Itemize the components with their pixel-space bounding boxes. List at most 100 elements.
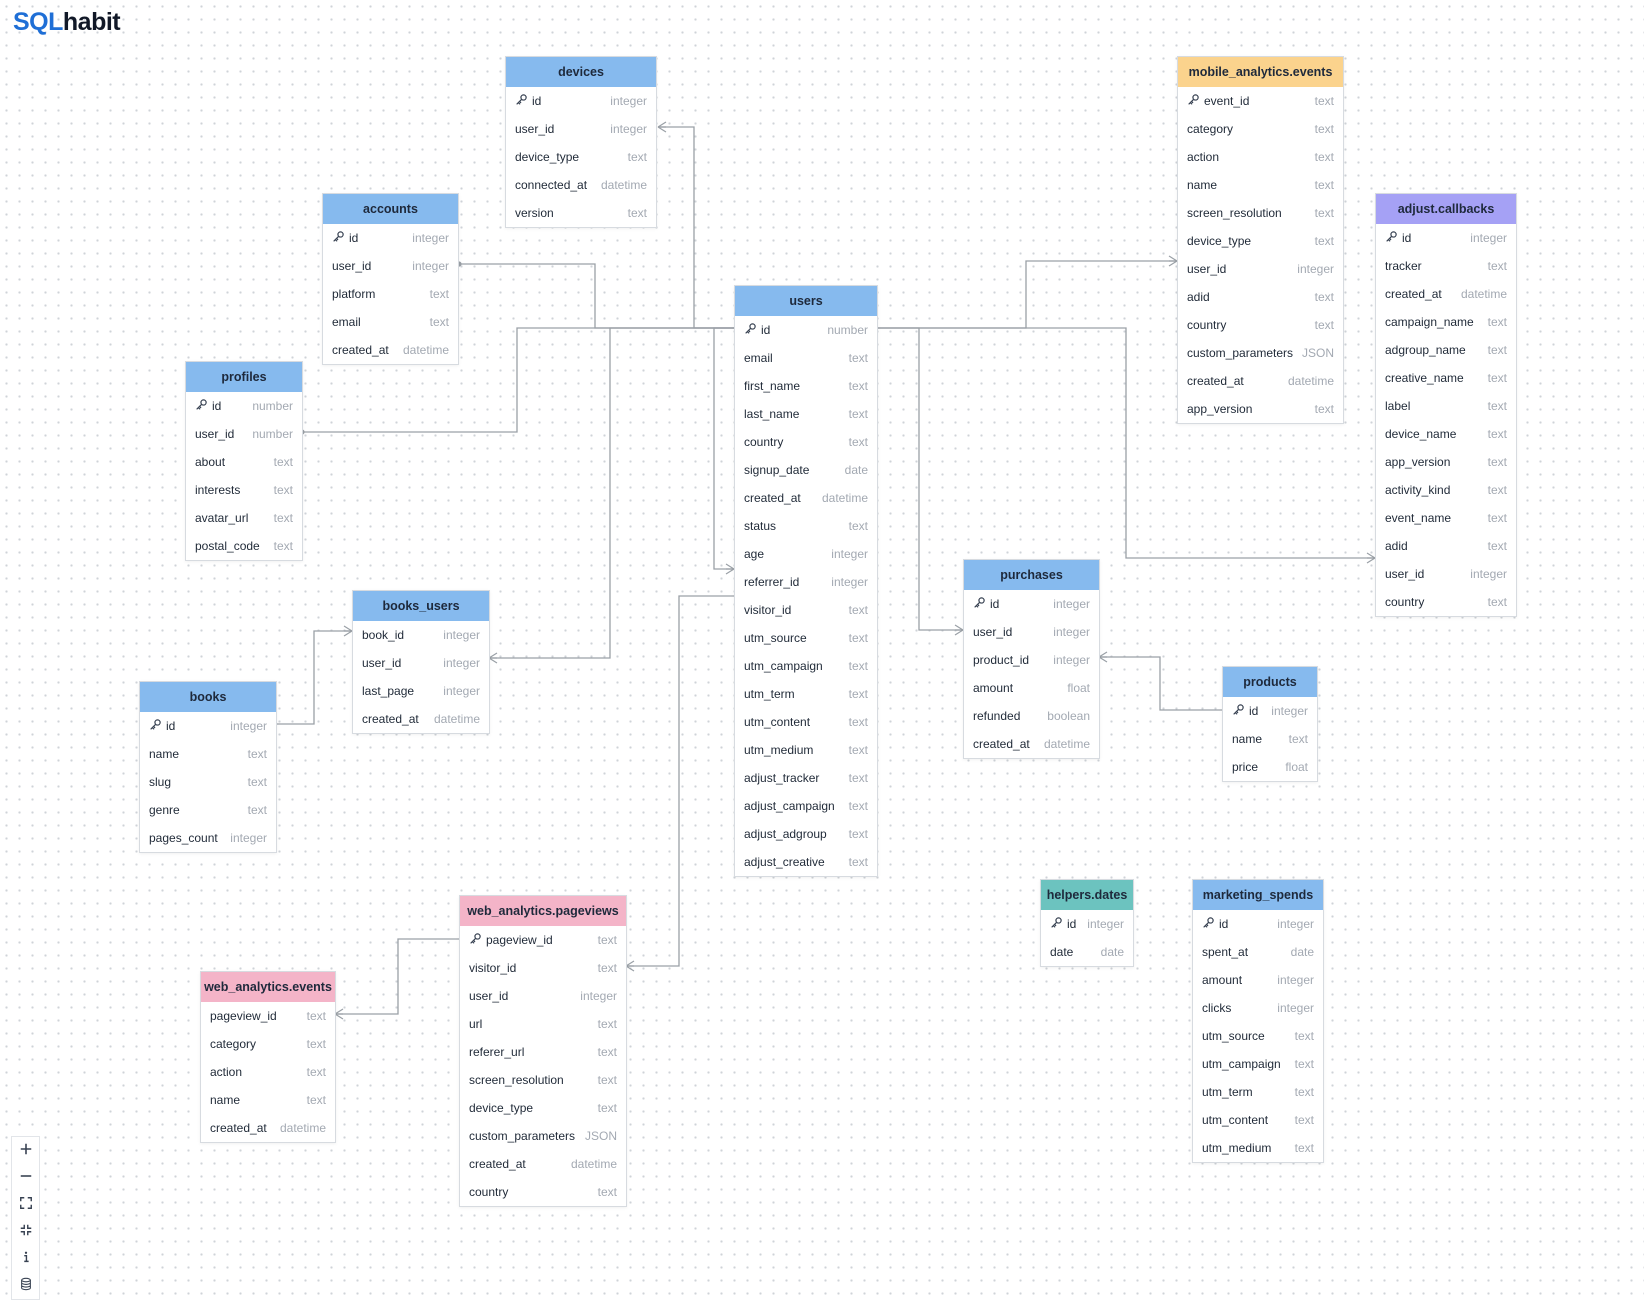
fit-view-button[interactable] [12,1191,39,1218]
table-header[interactable]: books [140,682,276,712]
zoom-in-button[interactable] [12,1137,39,1164]
fullscreen-button[interactable] [12,1218,39,1245]
sqlhabit-logo[interactable]: SQLhabit [13,8,121,37]
table-header[interactable]: accounts [323,194,458,224]
table-header[interactable]: adjust.callbacks [1376,194,1516,224]
info-button[interactable] [12,1245,39,1272]
table-header[interactable]: web_analytics.events [201,972,335,1002]
table-header[interactable]: books_users [353,591,489,621]
table-header[interactable]: marketing_spends [1193,880,1323,910]
table-header[interactable]: profiles [186,362,302,392]
